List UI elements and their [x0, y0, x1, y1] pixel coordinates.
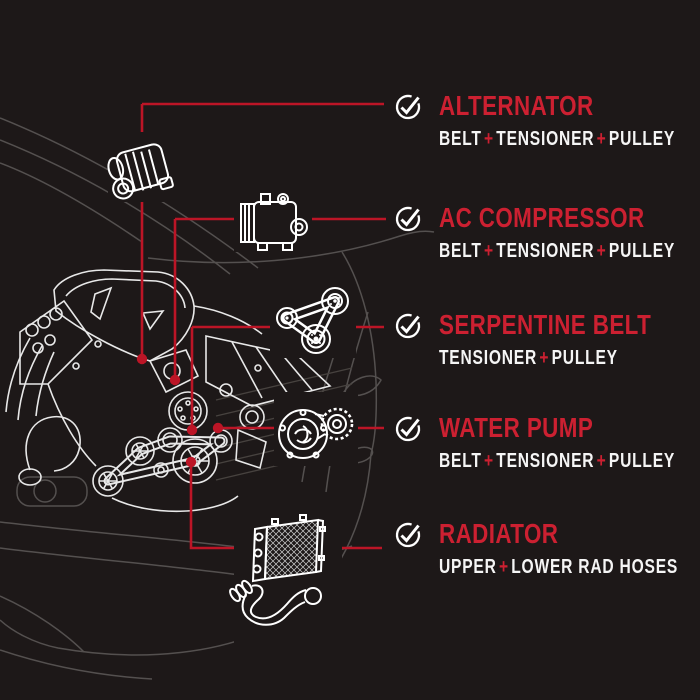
radiator-hose-icon: [229, 579, 322, 626]
plus-separator: +: [484, 240, 494, 262]
part-includes: BELT+TENSIONER+PULLEY: [439, 241, 675, 261]
part-title: RADIATOR: [439, 518, 559, 549]
legend-row-serpentine-belt: SERPENTINE BELT TENSIONER+PULLEY: [394, 311, 700, 368]
check-circle-icon: [395, 416, 421, 442]
part-item: PULLEY: [608, 128, 676, 150]
part-item: UPPER: [439, 556, 497, 578]
serpentine-belt-part-icon: [270, 282, 356, 358]
alternator-part-icon: [107, 132, 178, 202]
ac-compressor-part-icon: [234, 190, 312, 252]
part-item: TENSIONER: [439, 347, 538, 369]
part-includes: BELT+TENSIONER+PULLEY: [439, 451, 675, 471]
plus-separator: +: [498, 556, 509, 578]
check-circle-icon: [395, 522, 421, 548]
part-item: TENSIONER: [496, 450, 595, 472]
part-item: TENSIONER: [496, 128, 595, 150]
plus-separator: +: [596, 450, 607, 472]
engine-pulleys: [92, 427, 233, 497]
part-item: BELT: [439, 450, 482, 472]
plus-separator: +: [596, 128, 607, 150]
part-title: SERPENTINE BELT: [439, 309, 652, 340]
part-includes: TENSIONER+PULLEY: [439, 348, 646, 368]
legend-row-radiator: RADIATOR UPPER+LOWER RAD HOSES: [394, 520, 700, 577]
part-includes: UPPER+LOWER RAD HOSES: [439, 557, 678, 577]
plus-separator: +: [484, 128, 494, 150]
part-item: PULLEY: [608, 450, 676, 472]
plus-separator: +: [484, 450, 494, 472]
plus-separator: +: [596, 240, 607, 262]
part-title: ALTERNATOR: [439, 90, 594, 121]
legend-row-ac-compressor: AC COMPRESSOR BELT+TENSIONER+PULLEY: [394, 204, 700, 261]
check-circle-icon: [395, 94, 421, 120]
engine-drawing: [5, 269, 332, 513]
check-circle-icon: [395, 206, 421, 232]
part-item: LOWER RAD HOSES: [511, 556, 679, 578]
part-item: BELT: [439, 240, 482, 262]
legend-row-alternator: ALTERNATOR BELT+TENSIONER+PULLEY: [394, 92, 700, 149]
part-item: PULLEY: [608, 240, 676, 262]
part-title: WATER PUMP: [439, 412, 594, 443]
part-title: AC COMPRESSOR: [439, 202, 645, 233]
part-item: TENSIONER: [496, 240, 595, 262]
plus-separator: +: [539, 347, 550, 369]
water-pump-part-icon: [274, 392, 358, 466]
radiator-part-icon: [229, 512, 342, 650]
check-circle-icon: [395, 313, 421, 339]
part-includes: BELT+TENSIONER+PULLEY: [439, 129, 675, 149]
car-outline: [0, 117, 435, 680]
part-item: PULLEY: [551, 347, 618, 369]
legend-row-water-pump: WATER PUMP BELT+TENSIONER+PULLEY: [394, 414, 700, 471]
part-item: BELT: [439, 128, 482, 150]
